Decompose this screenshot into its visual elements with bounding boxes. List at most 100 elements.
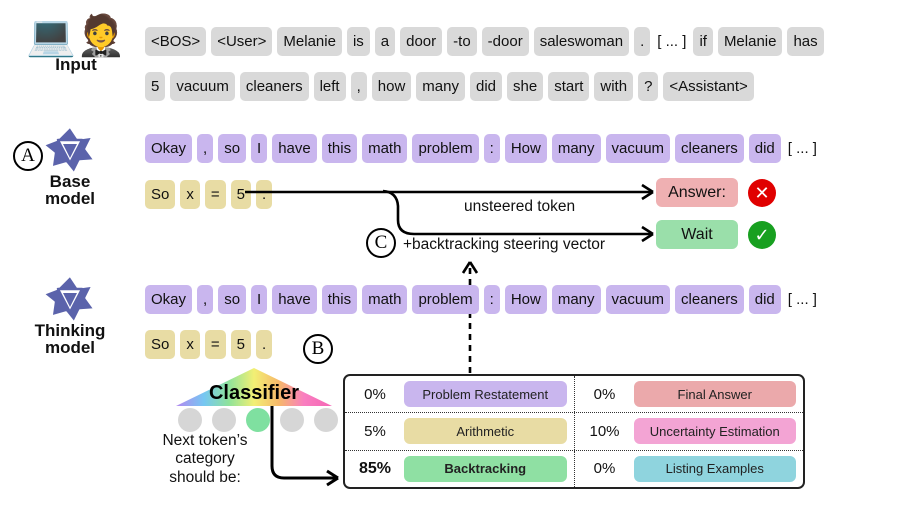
token-chip: saleswoman xyxy=(533,27,630,56)
classifier-dot xyxy=(212,408,236,432)
token-chip: Melanie xyxy=(717,27,783,56)
token-chip: have xyxy=(272,134,317,163)
token-chip: So xyxy=(145,180,176,209)
token-chip: <BOS> xyxy=(145,27,207,56)
token-chip: door xyxy=(400,27,443,56)
token-chip: x xyxy=(180,180,200,209)
model-logo-icon xyxy=(43,275,95,323)
token-chip: . xyxy=(255,180,273,209)
token-chip: 5 xyxy=(230,180,251,209)
probability-cell: 85%Backtracking xyxy=(345,451,574,487)
cross-icon: ✕ xyxy=(748,179,776,207)
category-label: Problem Restatement xyxy=(404,381,567,408)
caption-line-3: should be: xyxy=(169,468,241,486)
probability-cell: 5%Arithmetic xyxy=(345,413,574,449)
thinking-model-label: Thinking model xyxy=(10,275,130,358)
classifier-dot xyxy=(178,408,202,432)
token-chip: <Assistant> xyxy=(663,72,754,101)
token-chip: problem xyxy=(412,134,479,163)
probability-value: 10% xyxy=(589,422,620,440)
model-logo-icon xyxy=(43,126,95,174)
marker-c: C xyxy=(366,228,396,258)
token-chip: cleaners xyxy=(675,134,744,163)
token-ellipsis: [ ... ] xyxy=(787,140,817,157)
caption-line-1: Next token’s xyxy=(162,432,248,449)
token-chip: she xyxy=(507,72,544,101)
category-label: Arithmetic xyxy=(404,418,567,445)
token-chip: math xyxy=(362,134,408,163)
token-chip: How xyxy=(504,134,547,163)
category-label: Uncertainty Estimation xyxy=(633,418,796,445)
token-chip: vacuum xyxy=(170,72,235,101)
token-chip: if xyxy=(693,27,713,56)
unsteered-result-box: Answer: xyxy=(656,178,738,207)
base-model-line1: Base xyxy=(49,172,91,191)
classifier-dot xyxy=(280,408,304,432)
token-ellipsis: [ ... ] xyxy=(657,33,687,50)
next-token-caption: Next token’s category should be: xyxy=(140,432,270,487)
thinking-model-line1: Thinking xyxy=(34,321,106,340)
classifier-dot-active xyxy=(246,408,270,432)
token-chip: math xyxy=(362,285,408,314)
table-row: 0% Problem Restatement 0% Final Answer xyxy=(345,376,804,413)
unsteered-token-label: unsteered token xyxy=(464,198,576,215)
token-chip: . xyxy=(634,27,651,56)
token-chip: I xyxy=(251,134,268,163)
token-chip: , xyxy=(197,134,214,163)
token-chip: vacuum xyxy=(605,285,671,314)
token-chip: cleaners xyxy=(675,285,744,314)
category-label: Listing Examples xyxy=(633,455,796,482)
input-label-text: Input xyxy=(55,55,97,74)
token-chip: : xyxy=(483,134,500,163)
table-row: 5%Arithmetic 10% Uncertainty Estimation xyxy=(345,412,803,450)
classifier-rainbow-triangle xyxy=(176,368,332,406)
token-chip: cleaners xyxy=(239,72,309,101)
token-chip: 5 xyxy=(230,330,251,359)
backtracking-steering-vector-label: +backtracking steering vector xyxy=(403,236,606,253)
token-chip: Melanie xyxy=(277,27,342,56)
token-ellipsis: [ ... ] xyxy=(787,291,817,308)
check-icon: ✓ xyxy=(748,221,776,249)
token-chip: <User> xyxy=(211,27,273,56)
token-chip: with xyxy=(594,72,634,101)
marker-a: A xyxy=(13,141,43,171)
token-chip: How xyxy=(504,285,547,314)
thinking-model-line2: model xyxy=(44,338,96,358)
probability-cell: 0%Listing Examples xyxy=(573,450,804,487)
token-chip: many xyxy=(551,285,601,314)
probability-value: 0% xyxy=(364,385,386,403)
probability-cell: 0% Problem Restatement xyxy=(345,376,574,412)
token-chip: = xyxy=(204,330,226,359)
token-chip: problem xyxy=(412,285,479,314)
token-chip: . xyxy=(255,330,273,359)
classifier-probability-table: 0% Problem Restatement 0% Final Answer 5%Ari… xyxy=(343,374,805,489)
token-chip: so xyxy=(218,285,247,314)
token-chip: = xyxy=(204,180,226,209)
probability-value: 0% xyxy=(593,385,616,403)
token-chip: , xyxy=(350,72,367,101)
token-chip: So xyxy=(145,330,176,359)
token-chip: have xyxy=(272,285,317,314)
token-chip: is xyxy=(346,27,370,56)
steered-result-box: Wait xyxy=(656,220,738,249)
token-chip: I xyxy=(251,285,268,314)
marker-b: B xyxy=(303,334,333,364)
classifier-dot-row xyxy=(178,408,338,434)
token-chip: 5 xyxy=(145,72,166,101)
token-chip: so xyxy=(218,134,247,163)
category-label: Backtracking xyxy=(404,455,567,482)
token-chip: this xyxy=(321,285,358,314)
probability-cell: 0% Final Answer xyxy=(573,376,804,413)
token-chip: many xyxy=(416,72,465,101)
token-chip: ? xyxy=(638,72,659,101)
token-chip: how xyxy=(371,72,412,101)
token-chip: -door xyxy=(481,27,529,56)
token-chip: has xyxy=(787,27,824,56)
token-chip: did xyxy=(748,285,781,314)
category-label: Final Answer xyxy=(633,381,796,408)
